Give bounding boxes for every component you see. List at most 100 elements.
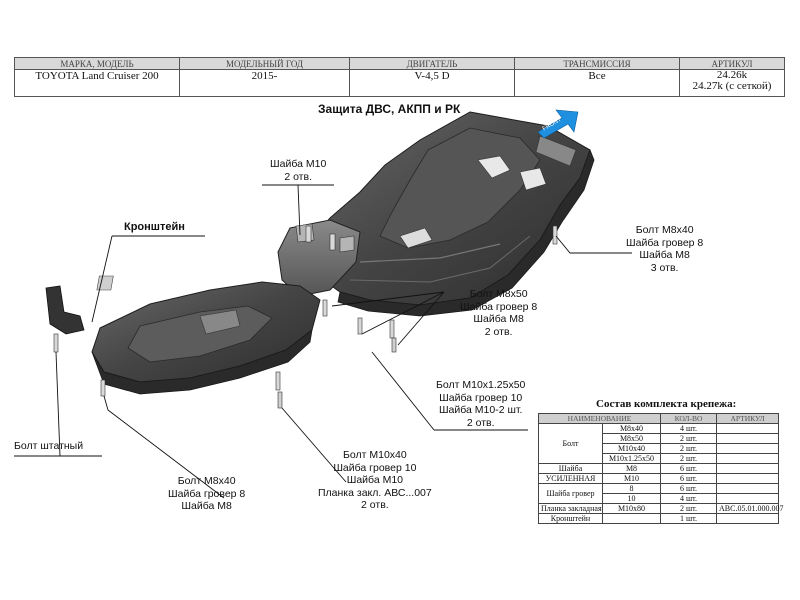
fastener-qty: 2 шт. — [660, 453, 718, 464]
fasteners-col-article: АРТИКУЛ — [716, 413, 780, 424]
rear-plate — [91, 281, 321, 395]
header-col-year: МОДЕЛЬНЫЙ ГОД — [179, 57, 350, 70]
fastener-group-name: Шайба гровер — [538, 483, 603, 504]
value-transmission: Все — [514, 69, 680, 97]
label-line: Болт М8х50 — [469, 288, 528, 300]
fastener-size: M8 — [601, 463, 662, 474]
label-line: Шайба М8 — [181, 500, 232, 512]
value-brand: TOYOTA Land Cruiser 200 — [14, 69, 180, 97]
label-bolt-m8x50: Болт М8х50 Шайба гровер 8 Шайба М8 2 отв… — [460, 288, 537, 338]
fastener-qty: 1 шт. — [660, 513, 718, 524]
fastener-group-name: Кронштейн — [538, 513, 603, 524]
label-line: Болт М8х40 — [177, 475, 236, 487]
bolt-m10x40 — [275, 371, 283, 409]
fastener-qty: 2 шт. — [660, 433, 718, 444]
label-line: 2 отв. — [484, 325, 513, 338]
header-col-brand: МАРКА, МОДЕЛЬ — [14, 57, 180, 70]
label-bolt-m10x125: Болт М10х1.25х50 Шайба гровер 10 Шайба М… — [436, 379, 525, 429]
label-line: 3 отв. — [650, 261, 679, 274]
page-title: Защита ДВС, АКПП и РК — [318, 102, 461, 116]
fastener-article — [716, 473, 780, 484]
label-line: Шайба гровер 8 — [626, 236, 704, 249]
fasteners-col-name: НАИМЕНОВАНИЕ — [537, 413, 662, 424]
fastener-group-name: УСИЛЕННАЯ — [538, 473, 603, 484]
fastener-size: M10x80 — [601, 503, 662, 514]
label-line: Шайба М10 — [270, 158, 327, 170]
header-values-row: TOYOTA Land Cruiser 200 2015- V-4,5 D Вс… — [14, 69, 785, 97]
fastener-article: ABC.05.01.000.007 — [716, 503, 783, 514]
header-col-engine: ДВИГАТЕЛЬ — [349, 57, 515, 70]
bolt-m8x40-right — [552, 225, 558, 245]
bracket-part — [45, 275, 114, 335]
fasteners-header-row: НАИМЕНОВАНИЕ КОЛ-ВО АРТИКУЛ — [537, 413, 780, 424]
fastener-article — [716, 443, 780, 454]
label-bolt-std: Болт штатный — [14, 440, 84, 452]
fastener-group-name: Планка закладная — [538, 503, 603, 514]
fastener-article — [716, 513, 780, 524]
label-bolt-m10x40: Болт М10х40 Шайба гровер 10 Шайба М10 Пл… — [318, 449, 432, 512]
bolt-m10-bracket — [305, 225, 336, 251]
label-line: 2 отв. — [466, 416, 495, 429]
front-plate — [305, 111, 595, 317]
fastener-size: M10x40 — [601, 443, 662, 454]
fastener-article — [716, 453, 780, 464]
label-line: Шайба М10-2 шт. — [438, 404, 523, 416]
label-line: Планка закл. АВС...007 — [318, 486, 432, 499]
fastener-qty: 6 шт. — [660, 483, 718, 494]
value-article: 24.26k 24.27k (с сеткой) — [679, 69, 785, 97]
fastener-article — [716, 483, 780, 494]
fastener-group-name: Шайба — [538, 463, 603, 474]
bolt-std-left — [53, 333, 59, 353]
fastener-article — [716, 493, 780, 504]
bolt-m8x50 — [322, 299, 397, 353]
fastener-size: M10 — [601, 473, 662, 484]
fastener-size: M10x1.25x50 — [601, 453, 662, 464]
label-line: Болт М8х40 — [635, 224, 694, 236]
fastener-qty: 4 шт. — [660, 423, 718, 434]
value-year: 2015- — [179, 69, 350, 97]
value-engine: V-4,5 D — [349, 69, 515, 97]
label-line: Шайба М8 — [473, 313, 524, 325]
label-line: Шайба гровер 10 — [439, 391, 523, 404]
bolt-m8x40-left — [100, 379, 106, 397]
front-arrow — [537, 109, 579, 139]
fastener-group-name: Болт — [538, 423, 603, 464]
fastener-size: 8 — [601, 483, 662, 494]
fastener-qty: 6 шт. — [660, 463, 718, 474]
label-line: 2 отв. — [361, 499, 389, 511]
article-line-1: 24.26k — [716, 69, 748, 81]
table-row: Кронштейн 1 шт. — [538, 513, 780, 524]
label-bracket: Кронштейн — [124, 221, 185, 233]
label-line: 2 отв. — [284, 170, 312, 183]
fastener-article — [716, 433, 780, 444]
header-table: МАРКА, МОДЕЛЬ МОДЕЛЬНЫЙ ГОД ДВИГАТЕЛЬ ТР… — [14, 57, 785, 97]
label-line: Шайба гровер 8 — [168, 487, 246, 500]
fastener-qty: 4 шт. — [660, 493, 718, 504]
fastener-size — [601, 513, 662, 524]
label-line: Шайба гровер 8 — [460, 300, 538, 313]
fastener-article — [716, 463, 780, 474]
fastener-size: 10 — [601, 493, 662, 504]
fasteners-col-qty: КОЛ-ВО — [660, 413, 718, 424]
label-line: Болт М10х40 — [343, 449, 407, 461]
label-bolt-m8x40-left: Болт М8х40 Шайба гровер 8 Шайба М8 — [168, 475, 245, 513]
label-bolt-m8x40-right: Болт М8х40 Шайба гровер 8 Шайба М8 3 отв… — [626, 224, 703, 274]
label-washer-m10: Шайба М10 2 отв. — [270, 158, 326, 183]
fastener-article — [716, 423, 780, 434]
leader-lines — [14, 184, 632, 499]
fasteners-title: Состав комплекта крепежа: — [596, 398, 737, 410]
middle-plate — [277, 219, 361, 297]
fastener-size: M8x40 — [601, 423, 662, 434]
fastener-qty: 6 шт. — [660, 473, 718, 484]
label-line: Шайба гровер 10 — [333, 461, 417, 474]
fastener-size: M8x50 — [601, 433, 662, 444]
header-col-transmission: ТРАНСМИССИЯ — [514, 57, 680, 70]
